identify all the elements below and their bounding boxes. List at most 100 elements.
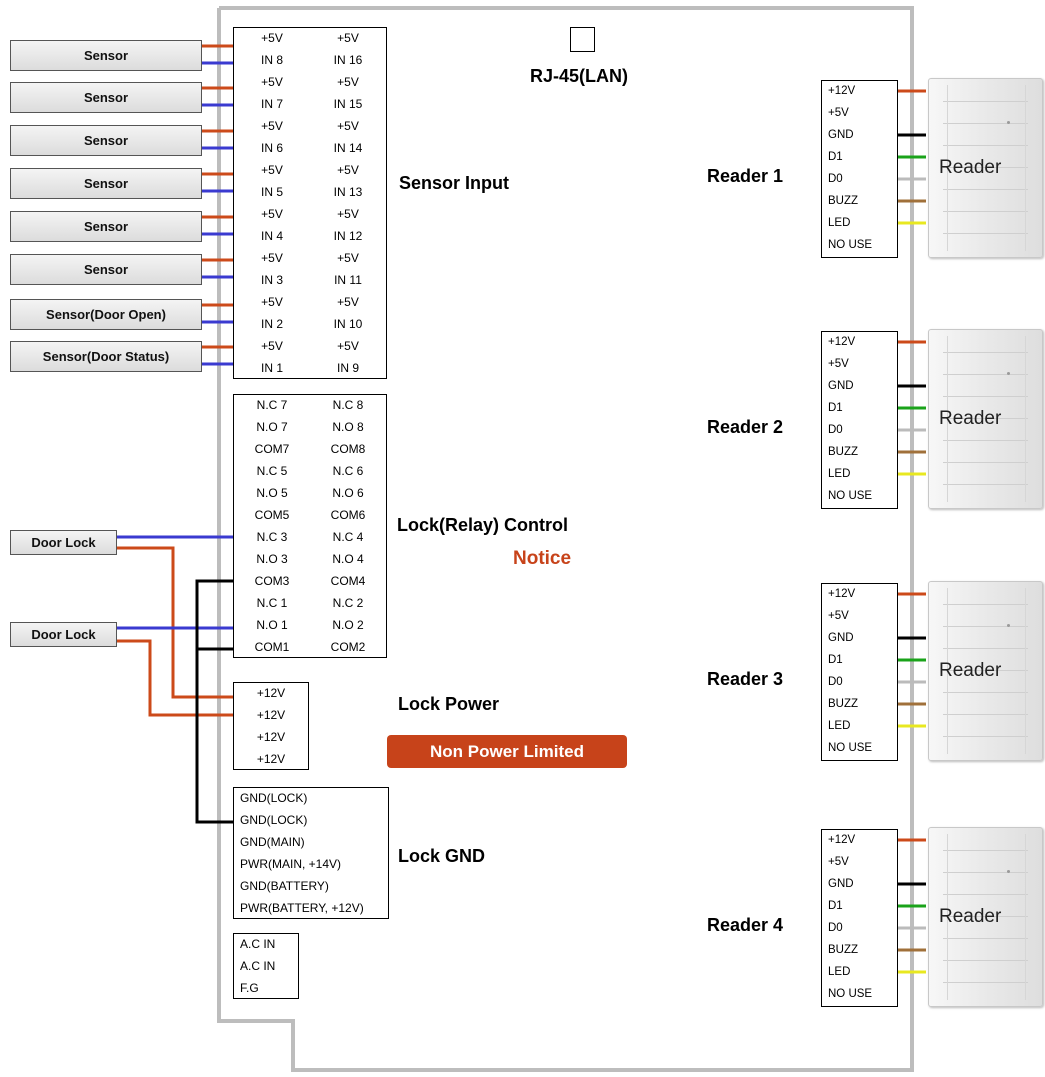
- reader-grip-stripe: [943, 894, 1028, 895]
- relay-terminal-cell: COM7: [254, 442, 290, 456]
- reader-grip-stripe: [943, 670, 1028, 671]
- reader-grip-stripe: [943, 418, 1028, 419]
- reader-pin-cell: BUZZ: [828, 194, 859, 207]
- lock-power-cell: +12V: [256, 752, 286, 766]
- relay-terminal-cell: COM3: [254, 574, 290, 588]
- relay-terminal-cell: N.O 4: [332, 552, 364, 566]
- reader-grip-stripe: [943, 189, 1028, 190]
- rj45-label: RJ-45(LAN): [530, 66, 629, 86]
- door-lock-2: Door Lock: [10, 622, 117, 647]
- sensor-terminal-cell: +5V: [261, 295, 283, 309]
- sensor-terminal-cell: +5V: [261, 339, 283, 353]
- notice-label: Notice: [513, 548, 572, 569]
- relay-terminal-cell: N.C 4: [332, 530, 364, 544]
- reader-2-device: Reader: [928, 329, 1043, 509]
- sensor-box-8: Sensor(Door Status): [10, 341, 202, 372]
- reader-pin-cell: +12V: [828, 335, 856, 348]
- sensor-terminal-cell: +5V: [337, 251, 359, 265]
- lock-gnd-block: [233, 787, 389, 919]
- relay-terminal-cell: COM1: [254, 640, 290, 654]
- relay-terminal-cell: N.O 2: [332, 618, 364, 632]
- sensor-box-4: Sensor: [10, 168, 202, 199]
- reader-pin-cell: BUZZ: [828, 445, 859, 458]
- reader-pin-cell: +5V: [828, 357, 849, 370]
- ac-terminal-cell: A.C IN: [240, 937, 276, 951]
- lock-gnd-cell: PWR(MAIN, +14V): [240, 857, 342, 871]
- relay-terminal-cell: N.C 5: [256, 464, 288, 478]
- sensor-terminal-cell: IN 9: [336, 361, 359, 375]
- reader-pin-cell: +12V: [828, 833, 856, 846]
- lock-power-cell: +12V: [256, 686, 286, 700]
- sensor-terminal-cell: +5V: [337, 339, 359, 353]
- sensor-terminal-cell: +5V: [261, 119, 283, 133]
- reader-pin-cell: BUZZ: [828, 697, 859, 710]
- reader-grip-stripe: [943, 850, 1028, 851]
- relay-terminal-cell: N.O 1: [256, 618, 288, 632]
- reader-pin-cell: NO USE: [828, 987, 873, 1000]
- sensor-terminal-cell: IN 7: [260, 97, 283, 111]
- sensor-terminal-cell: +5V: [261, 207, 283, 221]
- sensor-terminal-cell: IN 12: [333, 229, 363, 243]
- reader-3-pin-block: [821, 583, 898, 761]
- reader-edge-line: [947, 588, 948, 754]
- reader-led-indicator: [1007, 121, 1010, 124]
- reader-edge-line: [1025, 834, 1026, 1000]
- reader-pin-cell: D0: [828, 423, 843, 436]
- reader-1-pin-block: [821, 80, 898, 258]
- reader-grip-stripe: [943, 872, 1028, 873]
- sensor-box-2: Sensor: [10, 82, 202, 113]
- sensor-terminal-cell: IN 2: [260, 317, 283, 331]
- sensor-terminal-cell: IN 4: [260, 229, 283, 243]
- reader-grip-stripe: [943, 692, 1028, 693]
- reader-grip-stripe: [943, 648, 1028, 649]
- reader-grip-stripe: [943, 736, 1028, 737]
- reader-grip-stripe: [943, 982, 1028, 983]
- com-gnd-wire: [195, 579, 234, 824]
- door-lock-1: Door Lock: [10, 530, 117, 555]
- sensor-terminal-cell: IN 11: [334, 273, 362, 287]
- reader-pin-cell: D0: [828, 675, 843, 688]
- board-outline: [217, 6, 914, 1072]
- reader-2-pin-block: [821, 331, 898, 509]
- relay-terminal-cell: N.C 7: [256, 398, 288, 412]
- door-lock-1-power-wire: [117, 546, 234, 699]
- reader-grip-stripe: [943, 714, 1028, 715]
- reader-4-pin-block: [821, 829, 898, 1007]
- reader-3-label: Reader 3: [707, 669, 784, 689]
- sensor-terminal-cell: IN 10: [333, 317, 363, 331]
- reader-edge-line: [1025, 336, 1026, 502]
- reader-grip-stripe: [943, 211, 1028, 212]
- reader-grip-stripe: [943, 352, 1028, 353]
- sensor-terminal-cell: IN 5: [260, 185, 283, 199]
- reader-grip-stripe: [943, 167, 1028, 168]
- reader-grip-stripe: [943, 626, 1028, 627]
- reader-grip-stripe: [943, 938, 1028, 939]
- lock-control-title: Lock(Relay) Control: [397, 515, 569, 535]
- sensor-terminal-cell: +5V: [261, 163, 283, 177]
- sensor-box-6: Sensor: [10, 254, 202, 285]
- reader-grip-stripe: [943, 374, 1028, 375]
- reader-grip-stripe: [943, 440, 1028, 441]
- relay-terminal-cell: N.C 6: [332, 464, 364, 478]
- ac-terminal-cell: A.C IN: [240, 959, 276, 973]
- sensor-terminal-cell: +5V: [261, 31, 283, 45]
- relay-terminal-cell: COM8: [330, 442, 366, 456]
- lock-gnd-cell: GND(BATTERY): [240, 879, 329, 893]
- reader-pin-cell: +12V: [828, 84, 856, 97]
- lock-gnd-cell: PWR(BATTERY, +12V): [240, 901, 364, 915]
- rj45-port: [570, 27, 595, 52]
- reader-2-label: Reader 2: [707, 417, 784, 437]
- sensor-terminal-cell: +5V: [337, 163, 359, 177]
- reader-edge-line: [947, 85, 948, 251]
- lock-power-block: [233, 682, 309, 770]
- reader-grip-stripe: [943, 123, 1028, 124]
- door-lock-2-power-wire: [117, 639, 234, 717]
- reader-pin-cell: GND: [828, 128, 854, 141]
- relay-terminal-cell: N.C 2: [332, 596, 364, 610]
- lock-power-title: Lock Power: [398, 694, 500, 714]
- reader-pin-cell: D1: [828, 401, 843, 414]
- sensor-terminal-cell: IN 3: [260, 273, 283, 287]
- relay-terminal-cell: N.O 8: [332, 420, 364, 434]
- ac-terminal-block: [233, 933, 299, 999]
- reader-pin-cell: LED: [828, 467, 851, 480]
